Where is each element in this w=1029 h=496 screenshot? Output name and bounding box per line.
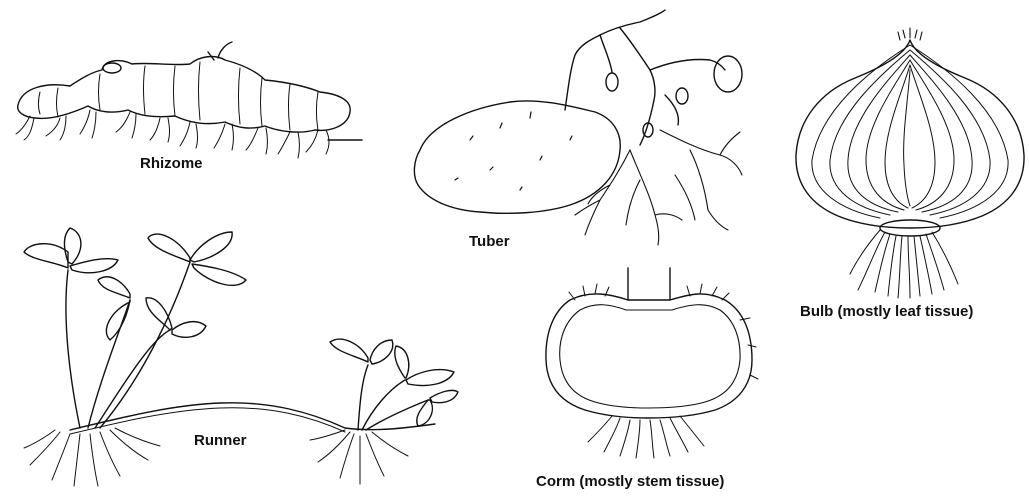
runner-parent-stems [66,262,190,428]
rhizome-body [18,57,350,133]
rhizome-roots [16,110,329,158]
bulb-outline [796,40,1024,228]
tuber-drawing [414,10,742,245]
runner-daughter-leaflets [330,339,458,426]
runner-parent-roots [24,428,160,486]
tuber-label: Tuber [469,233,510,250]
rhizome-node [103,63,121,73]
runner-daughter-roots [310,430,408,484]
bulb-neck [898,28,922,40]
bulb-roots [850,230,958,298]
bulb-scales [812,45,1008,218]
corm-tunic-fibers [569,284,758,379]
runner-label: Runner [194,432,247,449]
tuber-bud [606,73,618,91]
tuber-roots [575,130,742,245]
tuber-small-tuber [714,56,742,92]
runner-parent-leaflets [24,228,246,340]
rhizome-drawing [16,42,362,158]
corm-roots [588,416,704,458]
rhizome-rings [39,62,319,130]
tuber-bud [676,88,688,104]
corm-drawing [546,268,758,458]
tuber-body [414,101,620,213]
tuber-eyes [455,112,572,190]
corm-inner [560,305,740,408]
bulb-drawing [796,28,1024,298]
corm-label: Corm (mostly stem tissue) [536,473,724,490]
runner-stolon [70,403,435,430]
rhizome-label: Rhizome [140,155,203,172]
corm-stem [628,268,670,300]
bulb-label: Bulb (mostly leaf tissue) [800,303,973,320]
